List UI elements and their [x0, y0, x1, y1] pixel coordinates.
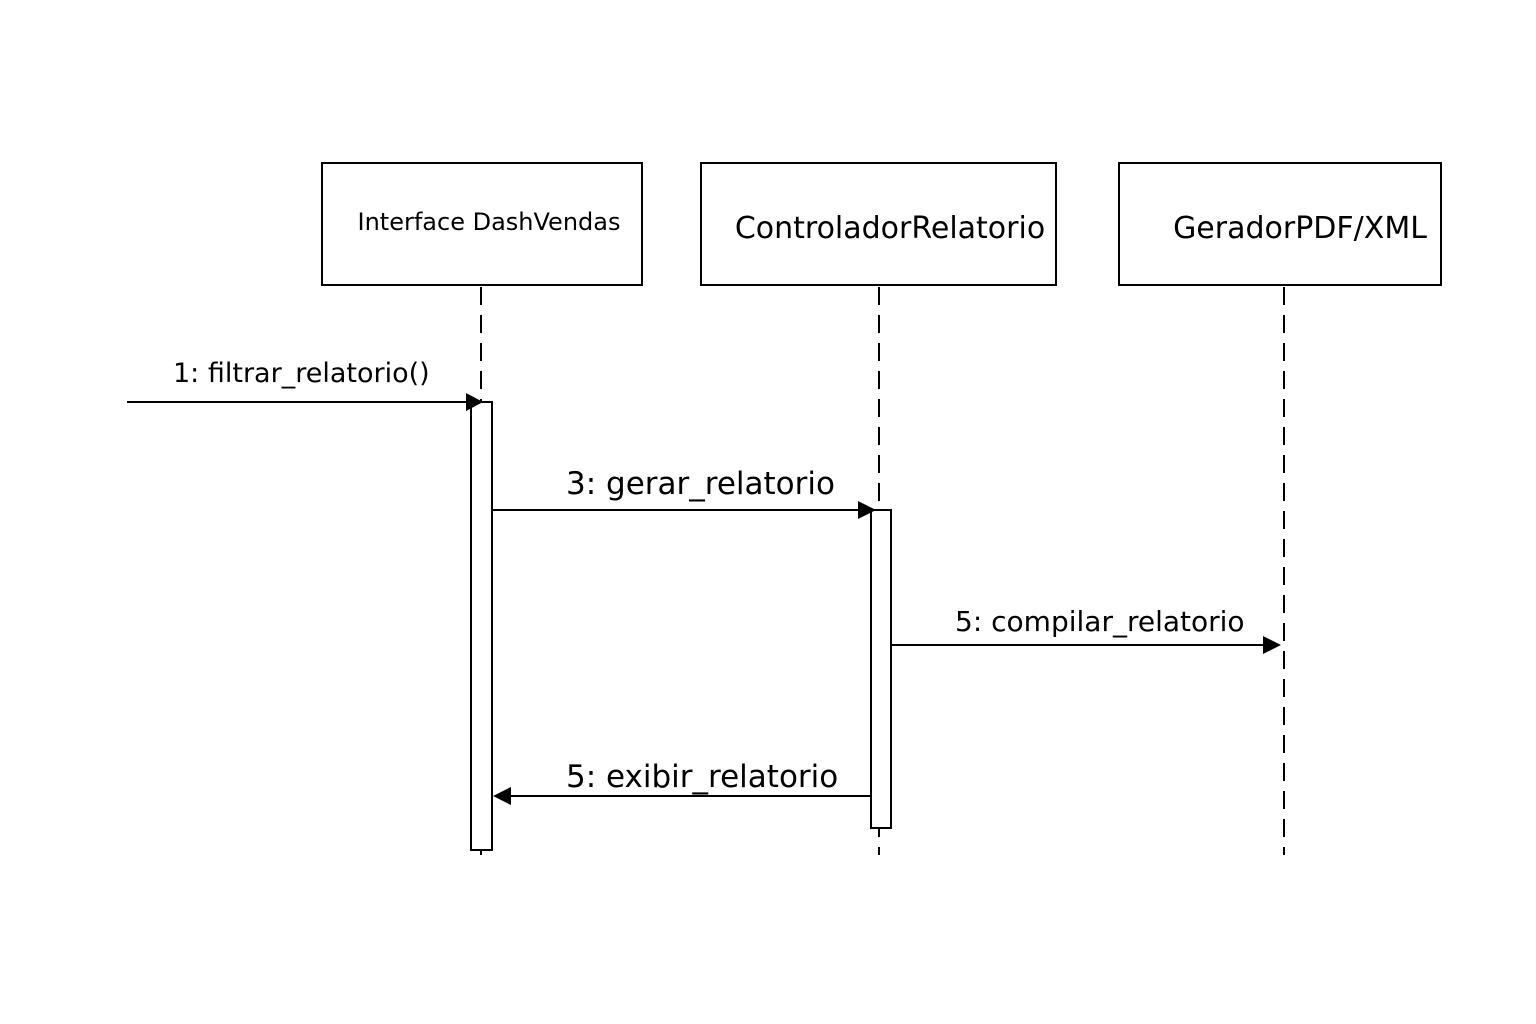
message-gerar-relatorio-label: 3: gerar_relatorio: [566, 466, 835, 502]
message-filtrar-relatorio-arrowhead: [466, 393, 483, 411]
participant-controlador-box: [700, 162, 1057, 286]
participant-gerador-label: GeradorPDF/XML: [1173, 211, 1427, 246]
participant-gerador-box: [1118, 162, 1442, 286]
participant-controlador: ControladorRelatorio: [700, 162, 1057, 286]
message-filtrar-relatorio-label: 1: filtrar_relatorio(): [173, 358, 430, 389]
participant-controlador-label: ControladorRelatorio: [735, 211, 1045, 246]
activation-controlador: [870, 509, 892, 829]
activation-interface: [470, 401, 493, 851]
message-gerar-relatorio-arrowhead: [858, 501, 876, 519]
message-compilar-relatorio-label: 5: compilar_relatorio: [955, 605, 1245, 638]
message-compilar-relatorio-arrowhead: [1263, 636, 1281, 654]
message-exibir-relatorio-label: 5: exibir_relatorio: [566, 759, 838, 795]
participant-gerador: GeradorPDF/XML: [1118, 162, 1442, 286]
message-compilar-relatorio: 5: compilar_relatorio: [892, 605, 1281, 654]
participant-interface-label: Interface DashVendas: [358, 208, 621, 236]
participant-interface-box: [321, 162, 643, 286]
message-gerar-relatorio: 3: gerar_relatorio: [493, 466, 876, 519]
participant-interface: Interface DashVendas: [321, 162, 643, 286]
message-exibir-relatorio-arrowhead: [493, 787, 511, 805]
message-exibir-relatorio: 5: exibir_relatorio: [493, 759, 871, 805]
message-filtrar-relatorio: 1: filtrar_relatorio(): [127, 358, 483, 411]
